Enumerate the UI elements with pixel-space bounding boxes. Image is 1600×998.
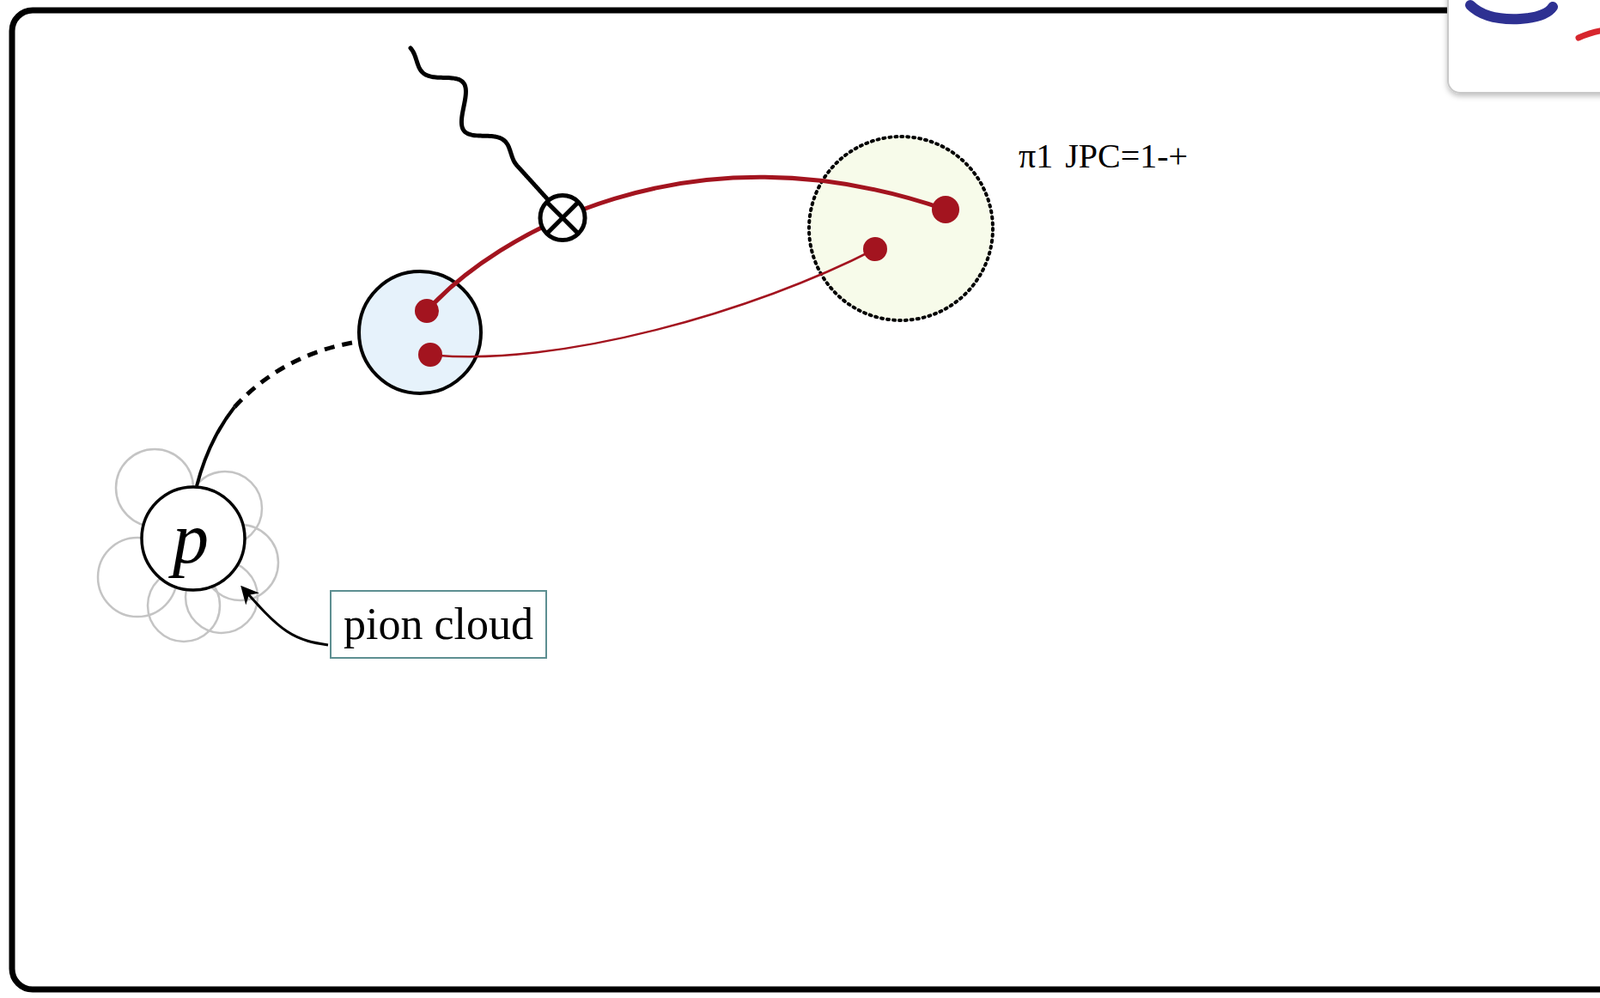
photon-line bbox=[410, 48, 549, 201]
exchanged-meson bbox=[358, 271, 481, 394]
callout-arrow bbox=[243, 588, 329, 645]
particle-label: π1 bbox=[1018, 137, 1053, 176]
frame bbox=[12, 10, 1600, 990]
particle-label: JPC=1-+ bbox=[1064, 137, 1188, 176]
quark-dot bbox=[414, 195, 960, 367]
logo-panel bbox=[1447, 0, 1600, 93]
exchange-line bbox=[196, 407, 235, 487]
pi1-meson bbox=[809, 136, 993, 321]
exchange-line bbox=[234, 341, 358, 408]
logo bbox=[1447, 0, 1600, 93]
node-text: p bbox=[172, 497, 214, 581]
quark-line bbox=[426, 176, 946, 311]
logo-mark bbox=[1470, 5, 1553, 19]
logo-mark bbox=[1578, 30, 1600, 38]
vertex-symbol bbox=[540, 195, 585, 241]
callout-box: pion cloud bbox=[329, 590, 548, 659]
proton-circle: p bbox=[139, 485, 247, 592]
quark-line bbox=[430, 249, 876, 357]
node-text: pion cloud bbox=[343, 598, 534, 651]
pion-cloud bbox=[97, 449, 279, 642]
